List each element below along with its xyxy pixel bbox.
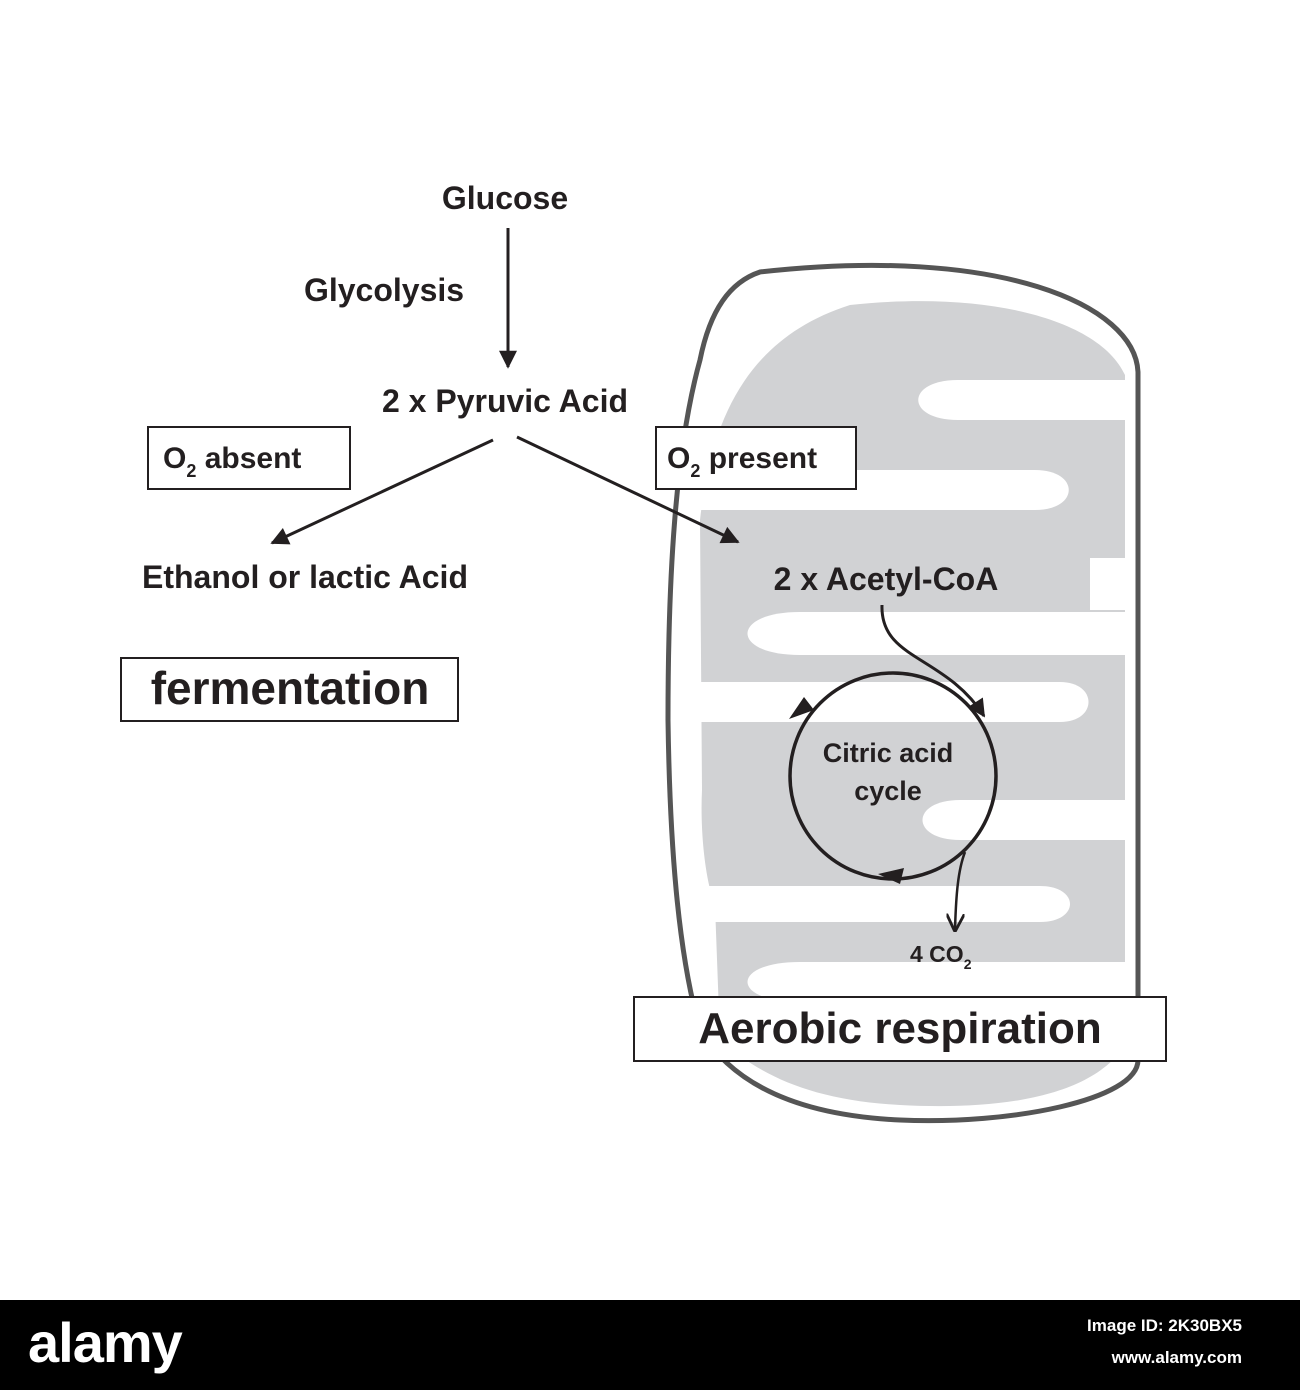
co2-label: 4 CO2	[910, 941, 972, 972]
acetyl-coa-label: 2 x Acetyl-CoA	[774, 561, 999, 597]
o2-absent-box	[147, 426, 351, 490]
fermentation-label: fermentation	[151, 662, 430, 714]
o2-absent-label: O2 absent	[163, 442, 301, 481]
mitochondrion	[665, 262, 1141, 1124]
o2-present-label: O2 present	[667, 442, 817, 481]
citric-cycle-label-line1: Citric acid	[823, 738, 954, 768]
aerobic-respiration-label: Aerobic respiration	[698, 1004, 1101, 1053]
glucose-label: Glucose	[442, 180, 568, 216]
brand-logo: alamy	[28, 1311, 183, 1374]
aerobic-respiration-box	[633, 996, 1167, 1062]
fermentation-box	[120, 657, 459, 722]
glycolysis-label: Glycolysis	[304, 272, 464, 308]
cristae	[700, 380, 1130, 1002]
co2-exit-arrow	[955, 851, 967, 930]
acetyl-coa-entry-arrow	[880, 604, 986, 718]
pyruvic-acid-label: 2 x Pyruvic Acid	[382, 383, 628, 419]
citric-acid-cycle	[788, 671, 998, 930]
stock-url: www.alamy.com	[1111, 1348, 1242, 1367]
stock-footer: alamy Image ID: 2K30BX5 www.alamy.com	[0, 1300, 1300, 1390]
respiration-diagram: Glucose Glycolysis 2 x Pyruvic Acid O2 a…	[120, 180, 1167, 1124]
image-id: Image ID: 2K30BX5	[1087, 1316, 1242, 1335]
citric-cycle-label-line2: cycle	[854, 776, 922, 806]
o2-present-box	[655, 426, 857, 490]
aerobic-arrow	[516, 435, 740, 544]
fermentation-arrow	[270, 438, 494, 545]
fermentation-product-label: Ethanol or lactic Acid	[142, 559, 468, 595]
